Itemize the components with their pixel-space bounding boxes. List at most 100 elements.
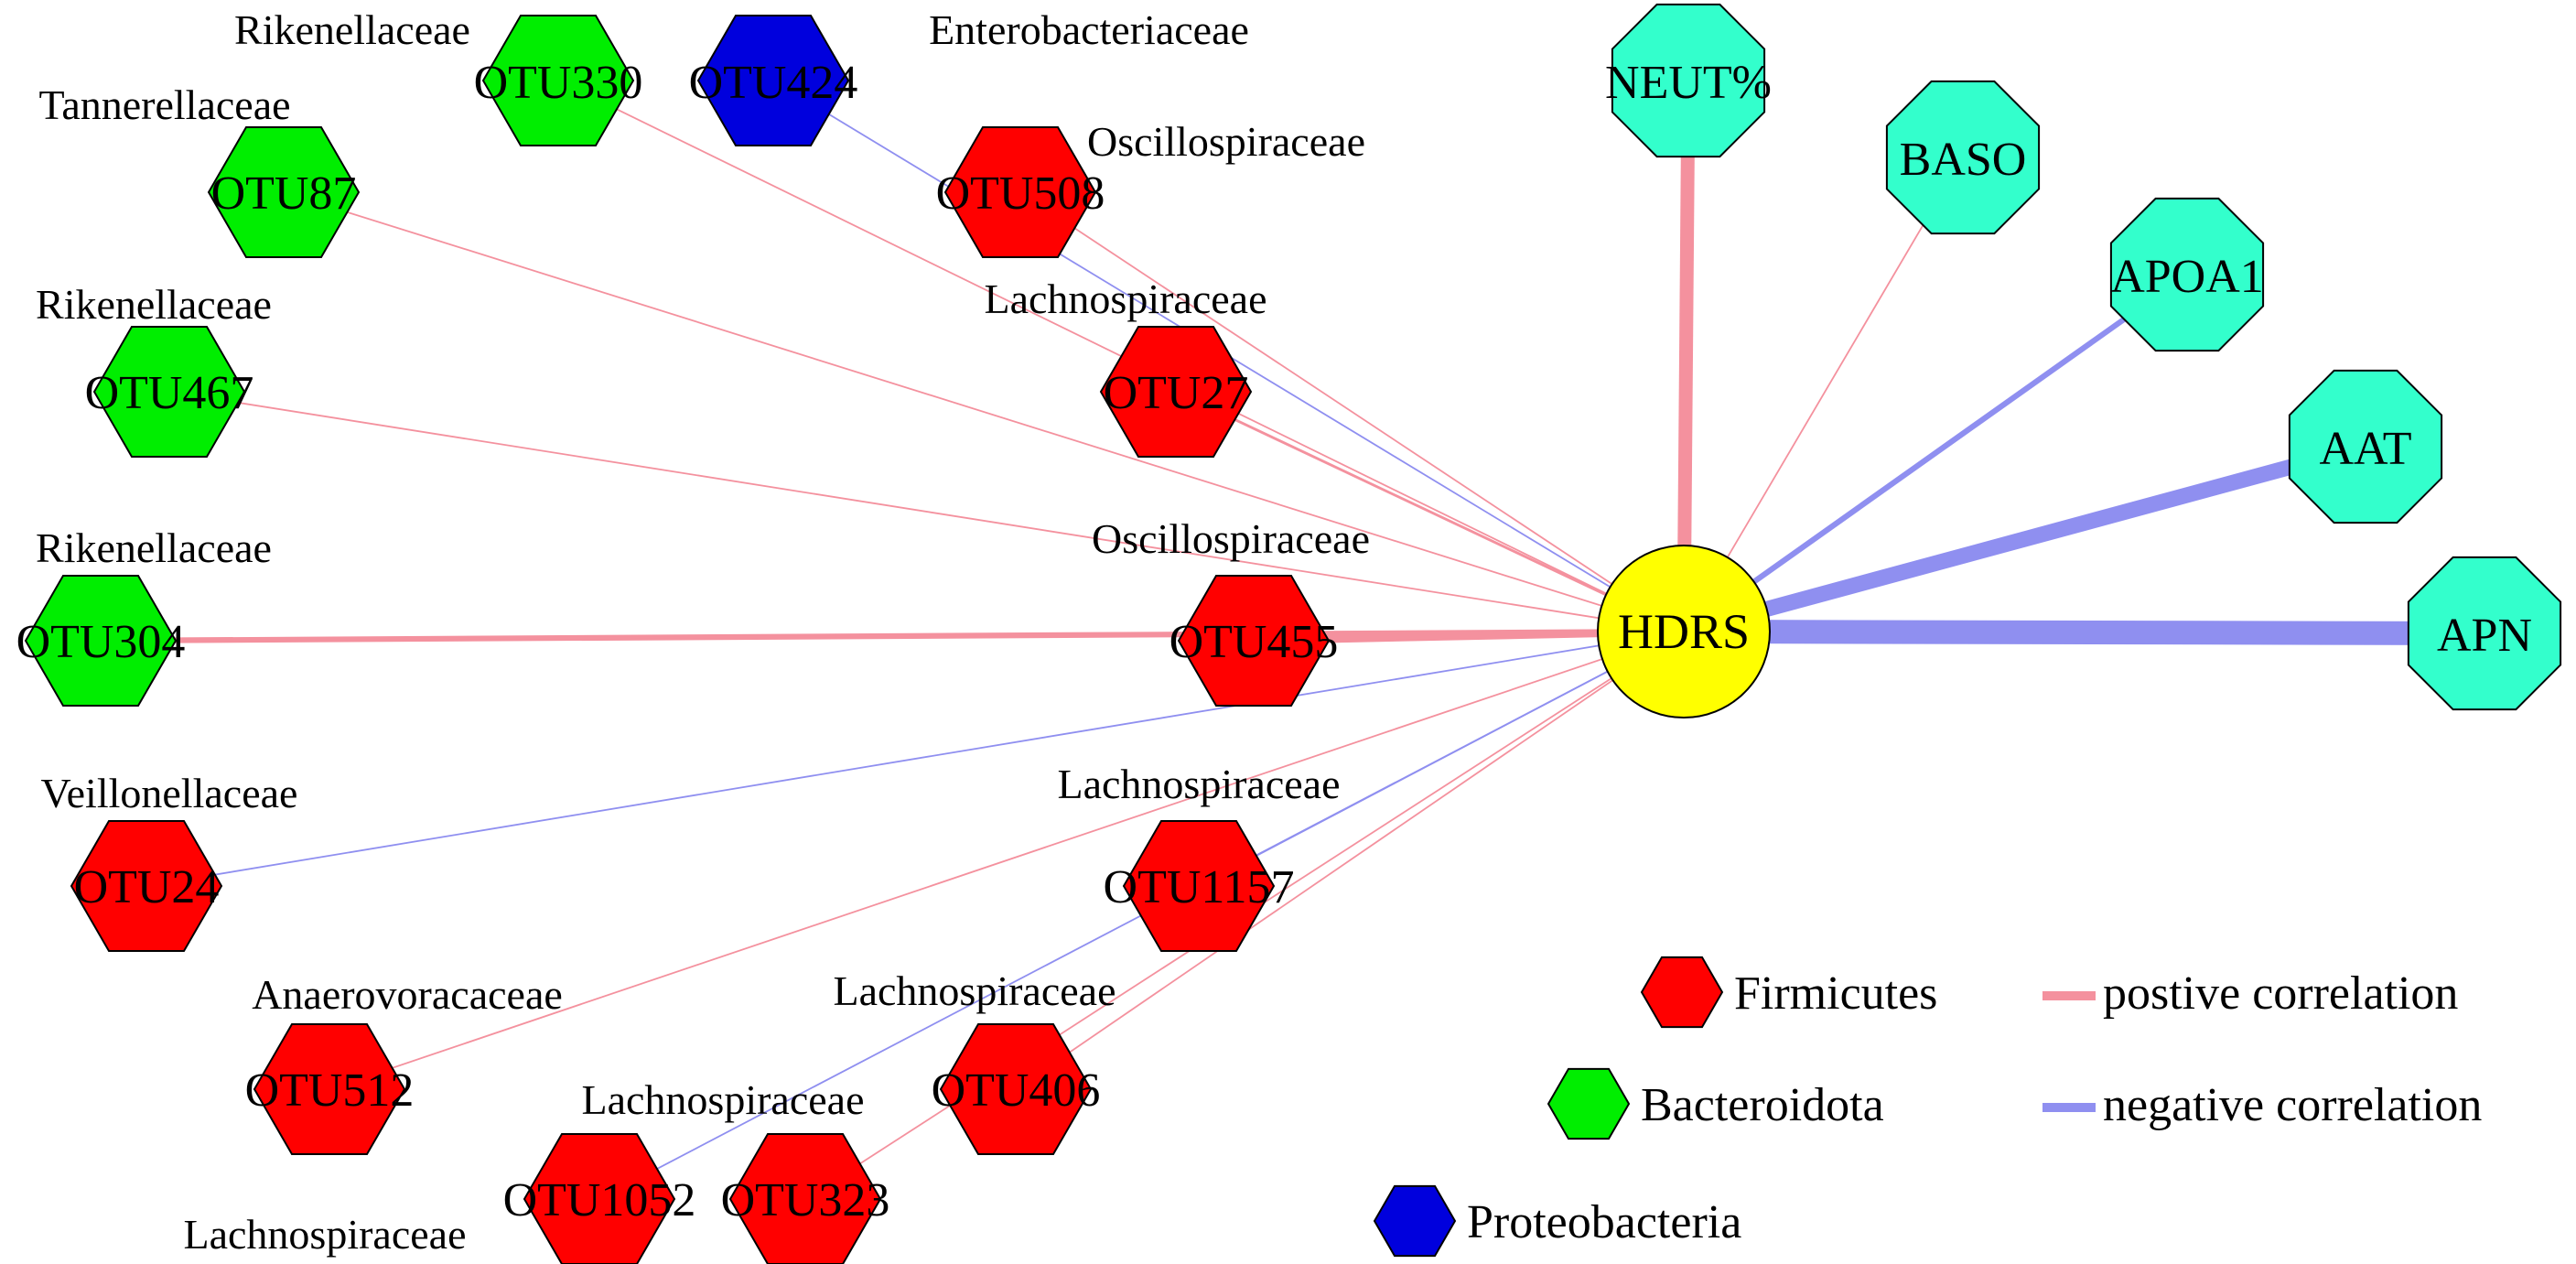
edge-baso: [1683, 157, 1964, 632]
node-hdrs[interactable]: [1597, 545, 1771, 718]
edge-otu467: [168, 391, 1685, 632]
node-otu24[interactable]: [70, 820, 223, 952]
node-aat[interactable]: [2288, 369, 2443, 524]
hexagon-shape: [943, 126, 1097, 258]
hexagon-shape: [523, 1133, 676, 1264]
octagon-shape: [1611, 3, 1766, 158]
edge-otu512: [329, 631, 1685, 1090]
node-label-neut: NEUT%: [1605, 57, 1772, 109]
nodes-layer: [24, 3, 2562, 1264]
hub-label: HDRS: [1618, 604, 1750, 659]
node-otu1052[interactable]: [523, 1133, 676, 1264]
legend-hexagon-icon: [1373, 1184, 1457, 1258]
node-otu512[interactable]: [253, 1023, 406, 1155]
node-label-otu330: OTU330: [474, 57, 643, 109]
node-label-otu508: OTU508: [936, 167, 1105, 220]
node-label-aat: AAT: [2319, 423, 2411, 475]
family-label-otu512: Anaerovoracaceae: [252, 971, 563, 1018]
edge-neut: [1676, 80, 1696, 632]
node-otu323[interactable]: [728, 1133, 882, 1264]
legend-item-proteobacteria: Proteobacteria: [1373, 1184, 1741, 1258]
node-otu27[interactable]: [1099, 326, 1253, 458]
family-label-otu304: Rikenellaceae: [36, 524, 272, 571]
legend-label: Firmicutes: [1734, 967, 1937, 1020]
node-label-otu87: OTU87: [211, 167, 357, 220]
octagon-shape: [2407, 556, 2562, 711]
node-otu1157[interactable]: [1122, 820, 1276, 952]
family-label-otu24: Veillonellaceae: [41, 770, 298, 816]
node-label-apn: APN: [2437, 610, 2532, 662]
family-label-otu1157: Lachnospiraceae: [1057, 761, 1340, 807]
legend-hexagon-icon: [1547, 1067, 1631, 1140]
hexagon-shape: [24, 575, 178, 707]
family-label-otu87: Tannerellaceae: [38, 81, 290, 128]
legend-label: Proteobacteria: [1467, 1196, 1741, 1248]
node-label-apoa1: APOA1: [2110, 251, 2264, 303]
node-otu406[interactable]: [939, 1023, 1093, 1155]
node-neut[interactable]: [1611, 3, 1766, 158]
node-otu87[interactable]: [207, 126, 361, 258]
family-label-otu424: Enterobacteriaceae: [929, 6, 1249, 53]
edge-otu87: [283, 191, 1685, 632]
legend-label: Bacteroidota: [1641, 1079, 1884, 1131]
edge-aat: [1681, 438, 2368, 640]
node-otu455[interactable]: [1177, 575, 1331, 707]
node-label-otu27: OTU27: [1104, 367, 1249, 419]
edge-otu24: [146, 631, 1685, 887]
legend-label: negative correlation: [2103, 1079, 2482, 1131]
node-label-otu406: OTU406: [932, 1064, 1101, 1117]
hexagon-shape: [253, 1023, 406, 1155]
hexagon-shape: [1177, 575, 1331, 707]
family-label-otu508: Oscillospiraceae: [1087, 118, 1365, 165]
legend-item-negative-correlation: negative correlation: [2042, 1079, 2482, 1131]
edge-otu406: [1015, 631, 1685, 1090]
edge-apn: [1683, 620, 2485, 645]
hexagon-shape: [728, 1133, 882, 1264]
legend-item-postive-correlation: postive correlation: [2042, 967, 2458, 1020]
node-baso[interactable]: [1885, 80, 2041, 235]
node-otu467[interactable]: [92, 326, 246, 458]
octagon-shape: [2288, 369, 2443, 524]
node-label-otu304: OTU304: [16, 616, 186, 668]
node-apn[interactable]: [2407, 556, 2562, 711]
hub-circle: [1597, 545, 1771, 718]
edge-otu27: [1175, 390, 1685, 633]
family-label-otu330: Rikenellaceae: [234, 6, 470, 53]
legend-item-bacteroidota: Bacteroidota: [1547, 1067, 1884, 1140]
octagon-shape: [1885, 80, 2041, 235]
hexagon-shape: [1122, 820, 1276, 952]
family-label-otu1052: Lachnospiraceae: [581, 1076, 864, 1123]
hexagon-shape: [207, 126, 361, 258]
node-label-otu1052: OTU1052: [503, 1174, 696, 1226]
legend-label: postive correlation: [2103, 967, 2458, 1020]
node-label-otu24: OTU24: [74, 861, 220, 913]
hexagon-shape: [939, 1023, 1093, 1155]
node-otu508[interactable]: [943, 126, 1097, 258]
legend-hexagon-icon: [1640, 956, 1724, 1029]
hexagon-shape: [696, 15, 850, 146]
hexagon-shape: [481, 15, 635, 146]
node-otu304[interactable]: [24, 575, 178, 707]
hexagon-shape: [92, 326, 246, 458]
edge-apoa1: [1682, 272, 2189, 634]
node-label-otu512: OTU512: [245, 1064, 415, 1117]
family-label-otu455: Oscillospiraceae: [1092, 515, 1370, 562]
family-label-otu467: Rikenellaceae: [36, 281, 272, 328]
node-apoa1[interactable]: [2109, 197, 2265, 352]
hexagon-shape: [70, 820, 223, 952]
labels-layer: HDRSOTU330RikenellaceaeOTU424Enterobacte…: [16, 6, 2532, 1258]
family-label-otu406: Lachnospiraceae: [833, 967, 1116, 1014]
edge-otu304: [100, 628, 1685, 644]
node-otu330[interactable]: [481, 15, 635, 146]
node-otu424[interactable]: [696, 15, 850, 146]
legend-item-firmicutes: Firmicutes: [1640, 956, 1937, 1029]
node-label-otu1157: OTU1157: [1104, 861, 1295, 913]
node-label-baso: BASO: [1900, 134, 2027, 186]
family-label-otu323: Lachnospiraceae: [183, 1211, 466, 1258]
octagon-shape: [2109, 197, 2265, 352]
node-label-otu323: OTU323: [721, 1174, 890, 1226]
family-label-otu27: Lachnospiraceae: [984, 275, 1266, 322]
node-label-otu424: OTU424: [689, 57, 858, 109]
